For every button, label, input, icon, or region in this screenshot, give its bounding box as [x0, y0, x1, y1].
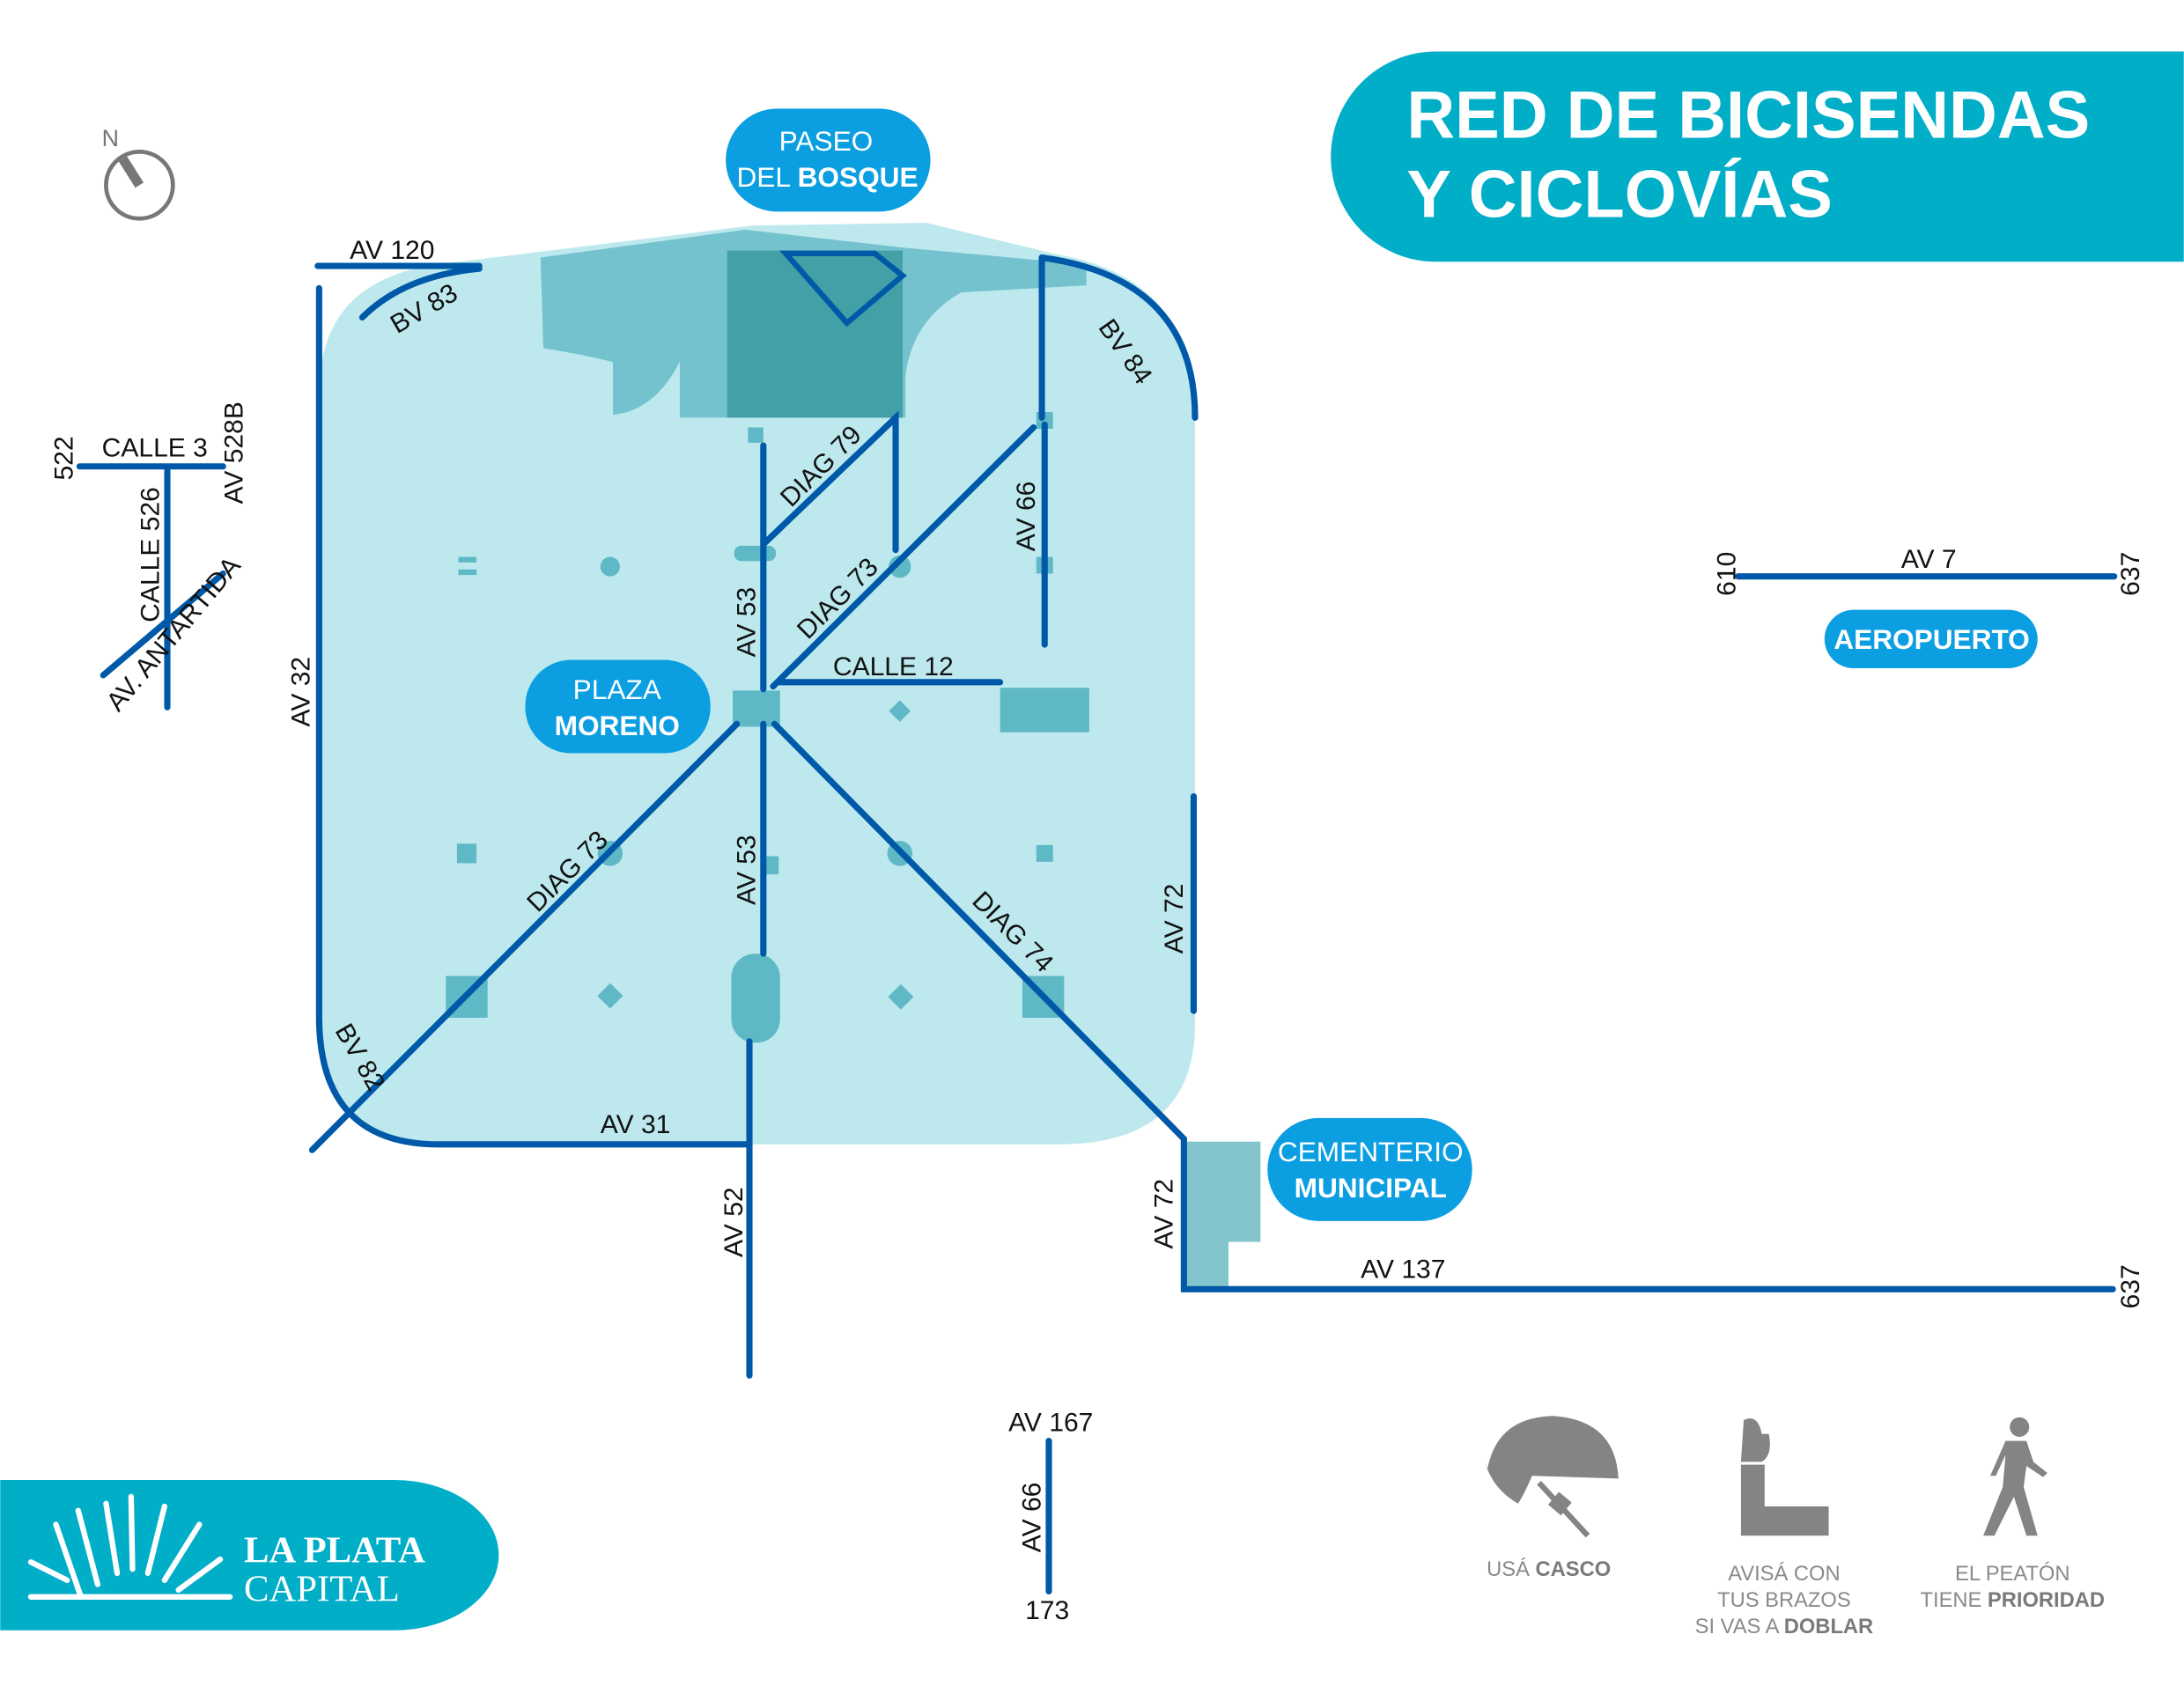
place-cementerio-municipal: CEMENTERIO MUNICIPAL [1267, 1117, 1472, 1221]
title-banner: RED DE BICISENDAS Y CICLOVÍAS [1331, 51, 2184, 262]
svg-text:PASEO: PASEO [779, 125, 874, 157]
compass-icon: N [102, 125, 175, 221]
label-av-66: AV 66 [1012, 482, 1041, 552]
label-610: 610 [1713, 552, 1742, 596]
label-av-31: AV 31 [601, 1110, 671, 1139]
svg-text:MORENO: MORENO [555, 710, 680, 741]
raised-arm-icon [1740, 1417, 1829, 1536]
svg-text:PLAZA: PLAZA [573, 674, 662, 705]
title-line-2: Y CICLOVÍAS [1406, 158, 1833, 232]
label-calle-12: CALLE 12 [833, 652, 954, 681]
bike-lanes [76, 254, 2118, 1595]
label-av-antartida: AV. ANTARTIDA [101, 551, 247, 717]
logo-line-2: CAPITAL [244, 1569, 400, 1610]
label-637-south: 637 [2116, 1264, 2145, 1308]
title-line-1: RED DE BICISENDAS [1406, 78, 2090, 153]
svg-text:AEROPUERTO: AEROPUERTO [1834, 623, 2029, 655]
tip-arm-signal: AVISÁ CON TUS BRAZOS SI VAS A DOBLAR [1695, 1417, 1874, 1638]
la-plata-capital-logo: LA PLATA CAPITAL [0, 1479, 499, 1631]
logo-line-1: LA PLATA [244, 1529, 425, 1571]
place-plaza-moreno: PLAZA MORENO [525, 659, 711, 754]
plazas [446, 412, 1261, 1288]
label-av-528b: AV 528B [219, 401, 248, 504]
svg-text:TUS BRAZOS: TUS BRAZOS [1717, 1589, 1851, 1612]
paseo-del-bosque-area [540, 229, 1087, 418]
place-aeropuerto: AEROPUERTO [1824, 609, 2038, 669]
label-calle-3: CALLE 3 [102, 434, 208, 463]
svg-text:SI VAS A DOBLAR: SI VAS A DOBLAR [1695, 1616, 1874, 1638]
svg-text:CEMENTERIO: CEMENTERIO [1278, 1136, 1464, 1167]
label-av-52: AV 52 [719, 1187, 749, 1257]
tip-pedestrian: EL PEATÓN TIENE PRIORIDAD [1920, 1417, 2105, 1612]
label-av-72-south: AV 72 [1150, 1179, 1179, 1249]
label-av-72-north: AV 72 [1160, 884, 1189, 954]
svg-text:MUNICIPAL: MUNICIPAL [1295, 1172, 1447, 1204]
label-av-137: AV 137 [1361, 1255, 1445, 1285]
compass-north-label: N [102, 125, 119, 151]
pedestrian-icon [1983, 1417, 2048, 1536]
place-paseo-del-bosque: PASEO DEL BOSQUE [726, 108, 931, 212]
label-av-167: AV 167 [1008, 1409, 1093, 1438]
svg-text:DEL BOSQUE: DEL BOSQUE [736, 161, 918, 193]
label-av-66-south: AV 66 [1017, 1483, 1046, 1553]
svg-text:USÁ CASCO: USÁ CASCO [1487, 1557, 1611, 1581]
label-173: 173 [1025, 1596, 1069, 1625]
label-637-east: 637 [2116, 552, 2145, 596]
tip-helmet: USÁ CASCO [1484, 1416, 1619, 1581]
label-calle-526: CALLE 526 [136, 487, 166, 622]
casco-urbano-area [320, 223, 1196, 1145]
label-av-53-south: AV 53 [732, 835, 761, 905]
svg-text:AVISÁ CON: AVISÁ CON [1728, 1562, 1840, 1586]
svg-text:EL PEATÓN: EL PEATÓN [1955, 1562, 2070, 1586]
helmet-icon [1484, 1416, 1619, 1538]
svg-text:TIENE PRIORIDAD: TIENE PRIORIDAD [1920, 1589, 2105, 1612]
label-av-120: AV 120 [350, 236, 434, 265]
label-av-7: AV 7 [1901, 545, 1957, 574]
label-av-32: AV 32 [286, 657, 315, 727]
label-av-53-north: AV 53 [732, 587, 761, 658]
label-522: 522 [49, 436, 78, 480]
